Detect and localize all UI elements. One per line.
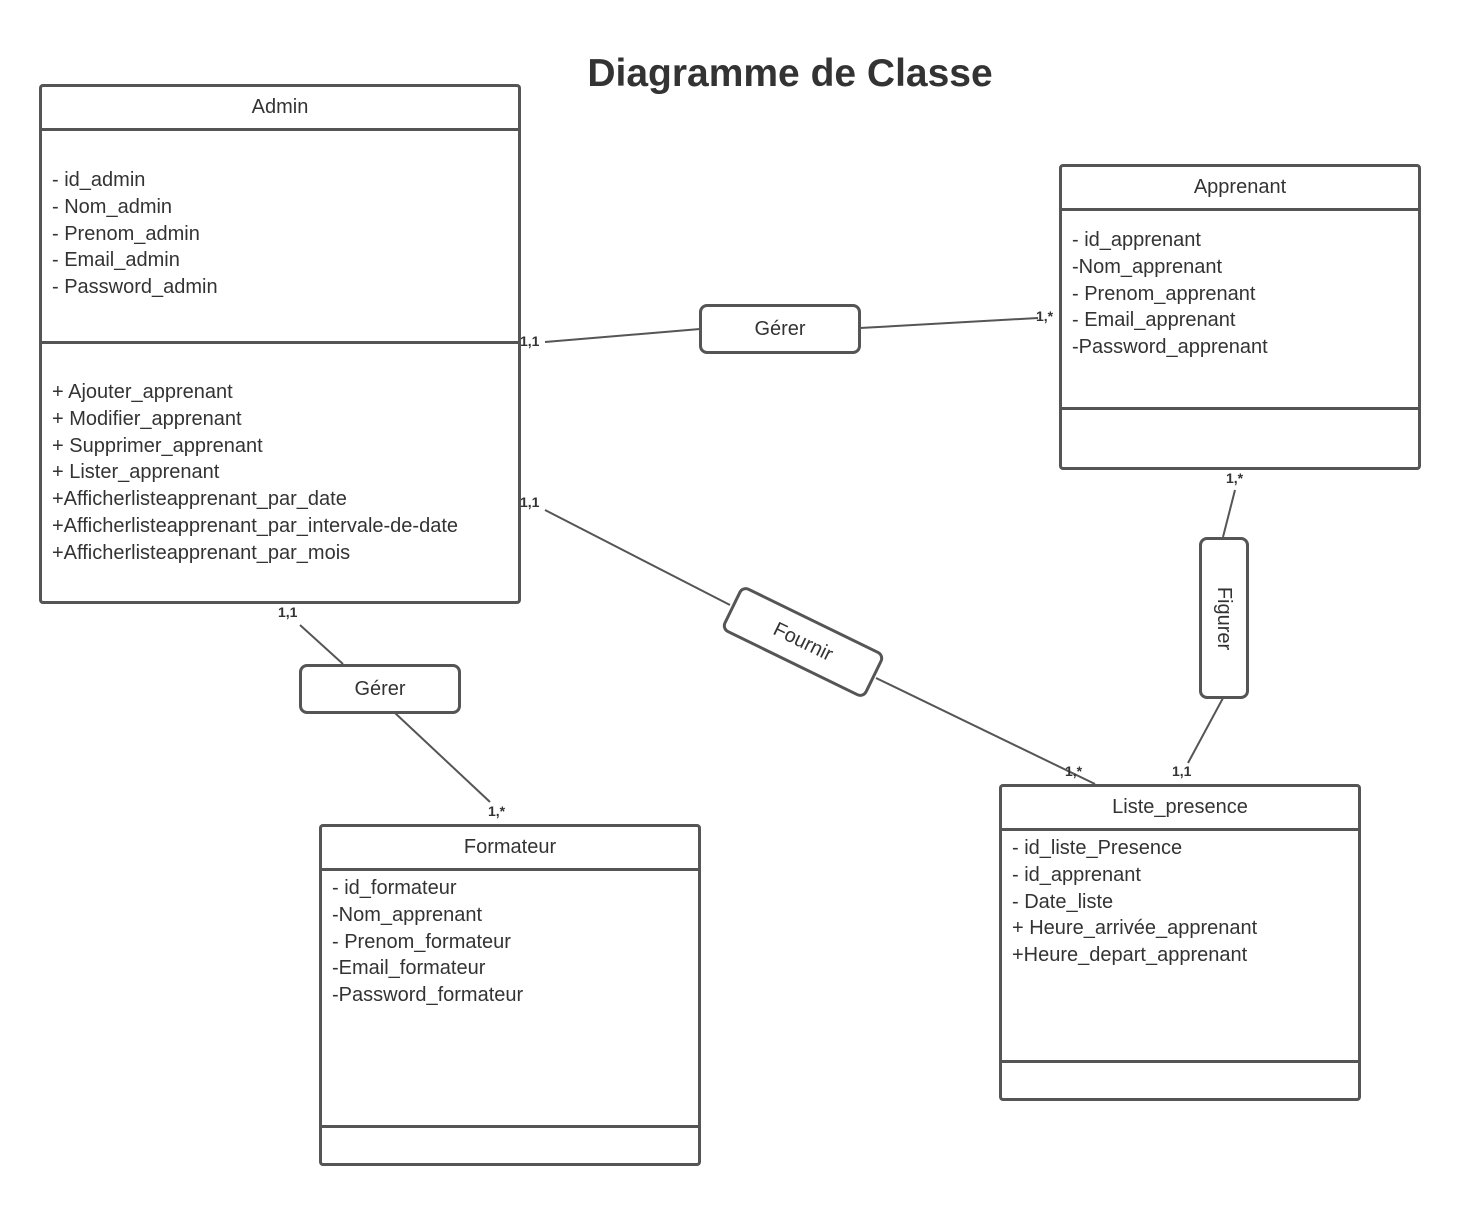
cardinality-apprenant-gerer: 1,* bbox=[1036, 308, 1054, 324]
attribute: -Nom_apprenant bbox=[332, 903, 483, 926]
class-liste-presence-methods bbox=[1002, 1060, 1358, 1098]
line-admin-gerer2 bbox=[299, 624, 344, 665]
attribute: -Nom_apprenant bbox=[1072, 255, 1223, 278]
attribute: -Password_formateur bbox=[332, 984, 524, 1007]
method: +Afficherlisteapprenant_par_date bbox=[52, 488, 347, 511]
attribute: - Password_admin bbox=[52, 276, 218, 299]
method: + Supprimer_apprenant bbox=[52, 434, 263, 457]
attribute: + Heure_arrivée_apprenant bbox=[1012, 917, 1258, 940]
class-apprenant-name: Apprenant bbox=[1062, 167, 1418, 211]
attribute: - id_apprenant bbox=[1012, 863, 1141, 886]
method: +Afficherlisteapprenant_par_mois bbox=[52, 541, 351, 564]
method: + Ajouter_apprenant bbox=[52, 381, 233, 403]
attribute: - id_formateur bbox=[332, 877, 457, 899]
line-figurer-liste bbox=[1187, 697, 1224, 764]
attribute: - Date_liste bbox=[1012, 890, 1114, 913]
class-apprenant-methods bbox=[1062, 407, 1418, 467]
attribute: +Heure_depart_apprenant bbox=[1012, 944, 1248, 967]
line-gerer2-formateur bbox=[394, 712, 491, 803]
relation-figurer: Figurer bbox=[1199, 537, 1249, 699]
class-liste-presence-name: Liste_presence bbox=[1002, 787, 1358, 831]
attribute: - Email_admin bbox=[52, 249, 180, 272]
cardinality-liste-fournir: 1,* bbox=[1065, 763, 1083, 779]
cardinality-admin-gerer: 1,1 bbox=[520, 333, 540, 349]
class-admin-attributes: - id_admin - Nom_admin - Prenom_admin - … bbox=[42, 131, 518, 341]
relation-figurer-label: Figurer bbox=[1213, 586, 1236, 650]
class-apprenant-attributes: - id_apprenant -Nom_apprenant - Prenom_a… bbox=[1062, 211, 1418, 407]
attribute: - id_liste_Presence bbox=[1012, 837, 1183, 859]
class-apprenant: Apprenant - id_apprenant -Nom_apprenant … bbox=[1059, 164, 1421, 470]
line-admin-fournir bbox=[544, 509, 731, 606]
attribute: - id_admin bbox=[52, 169, 146, 191]
attribute: -Email_formateur bbox=[332, 957, 486, 980]
cardinality-formateur-gerer2: 1,* bbox=[488, 803, 506, 819]
method: +Afficherlisteapprenant_par_intervale-de… bbox=[52, 514, 459, 537]
attribute: - id_apprenant bbox=[1072, 229, 1201, 251]
method: + Lister_apprenant bbox=[52, 461, 220, 484]
line-apprenant-figurer bbox=[1222, 489, 1236, 538]
class-liste-presence: Liste_presence - id_liste_Presence - id_… bbox=[999, 784, 1361, 1101]
attribute: - Prenom_formateur bbox=[332, 930, 511, 953]
relation-gerer-formateur: Gérer bbox=[299, 664, 461, 714]
method: + Modifier_apprenant bbox=[52, 407, 242, 430]
line-gerer-apprenant bbox=[859, 317, 1039, 329]
line-fournir-liste bbox=[875, 677, 1096, 785]
cardinality-apprenant-figurer: 1,* bbox=[1226, 470, 1244, 486]
attribute: - Prenom_admin bbox=[52, 222, 200, 245]
class-formateur: Formateur - id_formateur -Nom_apprenant … bbox=[319, 824, 701, 1166]
class-formateur-name: Formateur bbox=[322, 827, 698, 871]
line-admin-gerer bbox=[544, 328, 701, 343]
cardinality-admin-fournir: 1,1 bbox=[520, 494, 540, 510]
attribute: -Password_apprenant bbox=[1072, 336, 1268, 359]
class-liste-presence-attributes: - id_liste_Presence - id_apprenant - Dat… bbox=[1002, 831, 1358, 1060]
attribute: - Nom_admin bbox=[52, 195, 173, 218]
class-admin-name: Admin bbox=[42, 87, 518, 131]
class-admin: Admin - id_admin - Nom_admin - Prenom_ad… bbox=[39, 84, 521, 604]
cardinality-admin-gerer2: 1,1 bbox=[278, 604, 298, 620]
class-formateur-methods bbox=[322, 1125, 698, 1163]
attribute: - Email_apprenant bbox=[1072, 309, 1236, 332]
class-formateur-attributes: - id_formateur -Nom_apprenant - Prenom_f… bbox=[322, 871, 698, 1125]
relation-gerer-apprenant: Gérer bbox=[699, 304, 861, 354]
class-admin-methods: + Ajouter_apprenant + Modifier_apprenant… bbox=[42, 341, 518, 567]
diagram-title: Diagramme de Classe bbox=[587, 52, 993, 95]
attribute: - Prenom_apprenant bbox=[1072, 282, 1256, 305]
cardinality-liste-figurer: 1,1 bbox=[1172, 763, 1192, 779]
